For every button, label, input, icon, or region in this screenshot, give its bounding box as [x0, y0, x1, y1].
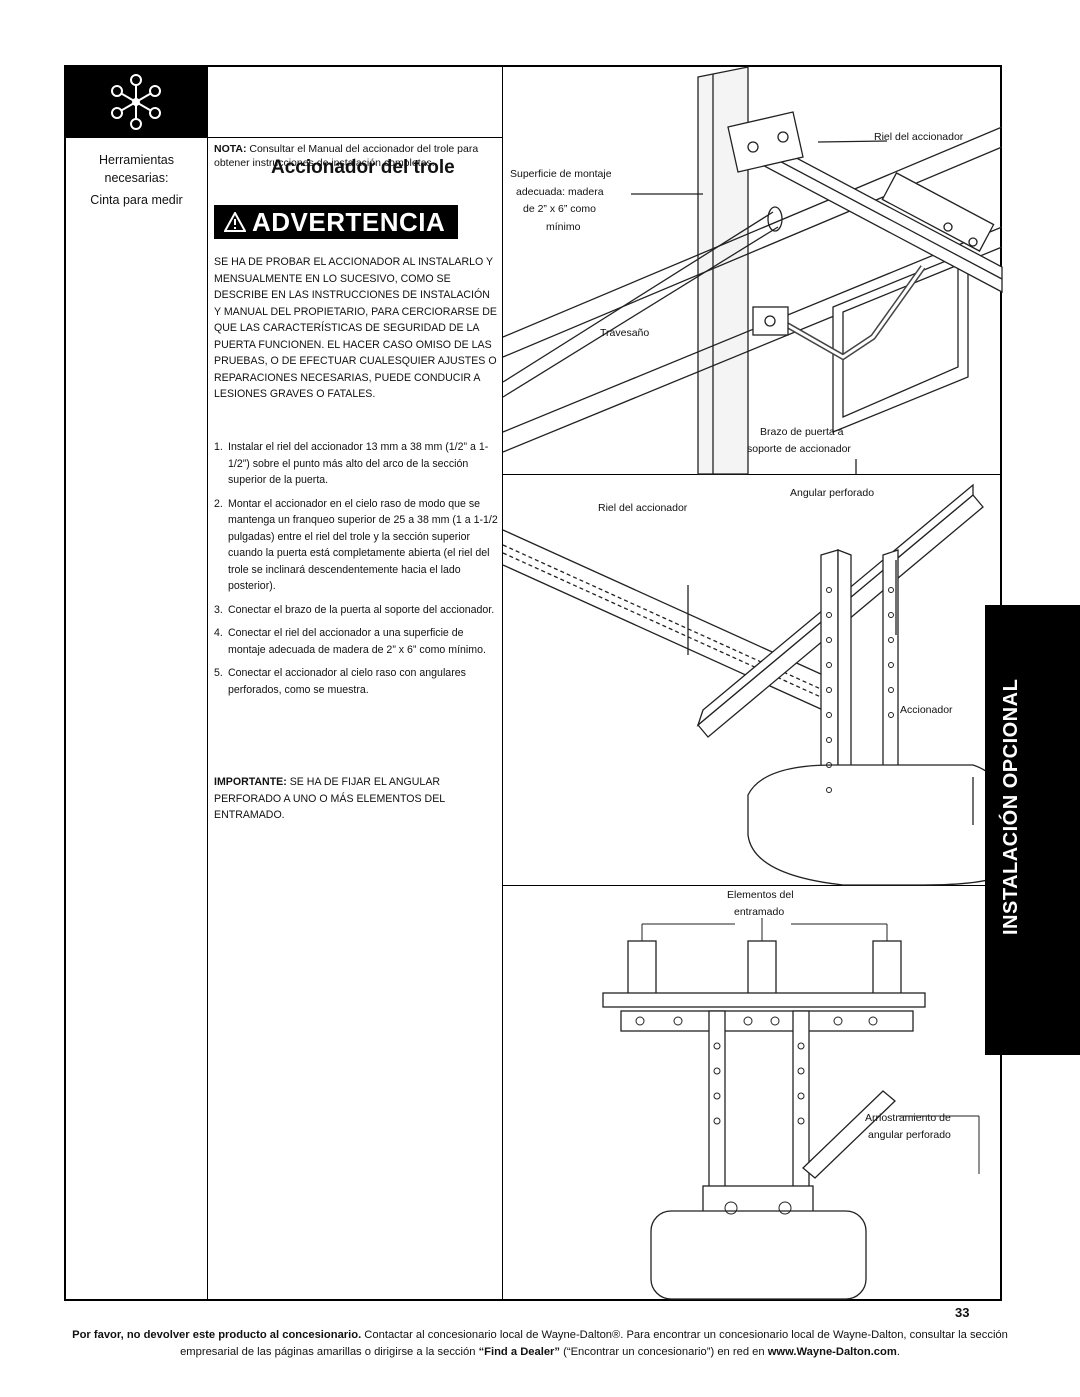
figure-divider-1	[502, 474, 1002, 475]
label-angular: Angular perforado	[790, 487, 875, 499]
warning-text: SE HA DE PROBAR EL ACCIONADOR AL INSTALA…	[214, 256, 497, 400]
framing-front-view-illustration	[602, 918, 980, 1300]
footer-link[interactable]: www.Wayne-Dalton.com	[767, 1346, 897, 1358]
column-divider-left	[207, 67, 208, 1299]
footer-text-2: (“Encontrar un concesionario”) en red en	[560, 1346, 768, 1358]
important-body: SE HA DE FIJAR EL ANGULAR PERFORADO A UN…	[214, 776, 445, 821]
footer-text-1: Contactar al concesionario local de Wayn…	[180, 1329, 1008, 1358]
label-arriostramiento-1: Arriostramiento de	[865, 1112, 951, 1124]
label-brazo-1: Brazo de puerta a	[760, 426, 844, 438]
molecule-logo-icon	[111, 74, 161, 130]
opener-angle-illustration	[502, 483, 1004, 886]
label-superficie-4: mínimo	[546, 221, 581, 233]
note-body: Consultar el Manual del accionador del t…	[214, 143, 479, 169]
list-item: 3.Conectar el brazo de la puerta al sopo…	[214, 603, 495, 616]
label-accionador: Accionador	[900, 704, 953, 716]
label-elementos-1: Elementos del	[727, 889, 794, 901]
column-divider-right	[502, 67, 503, 1299]
list-item: 1.Instalar el riel del accionador 13 mm …	[214, 441, 489, 486]
section-side-tab-label: INSTALACIÓN OPCIONAL	[1000, 678, 1022, 935]
footer-bold-1: Por favor, no devolver este producto al …	[72, 1329, 362, 1341]
important-note: IMPORTANTE: SE HA DE FIJAR EL ANGULAR PE…	[214, 774, 499, 824]
label-riel-mid: Riel del accionador	[598, 502, 688, 514]
footer-text: Por favor, no devolver este producto al …	[70, 1327, 1010, 1361]
tools-needed: Herramientas necesarias: Cinta para medi…	[66, 151, 207, 209]
warning-heading: ADVERTENCIA	[252, 206, 446, 237]
note-label: NOTA:	[214, 143, 247, 155]
note-text: NOTA: Consultar el Manual del accionador…	[214, 142, 499, 170]
label-superficie-3: de 2” x 6” como	[523, 203, 596, 215]
important-label: IMPORTANTE:	[214, 776, 287, 788]
label-superficie-2: adecuada: madera	[516, 186, 604, 198]
warning-triangle-icon	[224, 212, 246, 232]
section-side-tab	[985, 605, 1080, 1055]
warning-banner: ADVERTENCIA	[214, 205, 458, 239]
label-superficie-1: Superficie de montaje	[510, 168, 612, 180]
list-item: 5.Conectar el accionador al cielo raso c…	[214, 667, 466, 696]
logo-box	[66, 67, 207, 137]
page-number: 33	[955, 1305, 970, 1320]
list-item: 4.Conectar el riel del accionador a una …	[214, 627, 486, 656]
label-travesano: Travesaño	[600, 327, 650, 339]
label-riel-top: Riel del accionador	[874, 131, 964, 143]
page-frame: Accionador del trole Herramientas necesa…	[64, 65, 1004, 1301]
steps-list: 1.Instalar el riel del accionador 13 mm …	[214, 439, 499, 705]
title-divider	[207, 137, 502, 138]
tools-label: Herramientas	[98, 153, 175, 167]
page-title: Accionador del trole	[271, 157, 455, 178]
label-brazo-2: soporte de accionador	[747, 443, 851, 455]
tools-label-2: necesarias:	[104, 171, 169, 185]
list-item: 2.Montar el accionador en el cielo raso …	[214, 497, 498, 593]
label-arriostramiento-2: angular perforado	[868, 1129, 951, 1141]
figure-divider-2	[502, 885, 1002, 886]
footer-text-3: .	[896, 1346, 900, 1358]
footer-bold-2: “Find a Dealer”	[478, 1346, 561, 1358]
rail-mounting-illustration	[502, 66, 1003, 475]
tools-item: Cinta para medir	[90, 193, 183, 207]
logo-divider	[66, 137, 207, 138]
label-elementos-2: entramado	[734, 906, 785, 918]
